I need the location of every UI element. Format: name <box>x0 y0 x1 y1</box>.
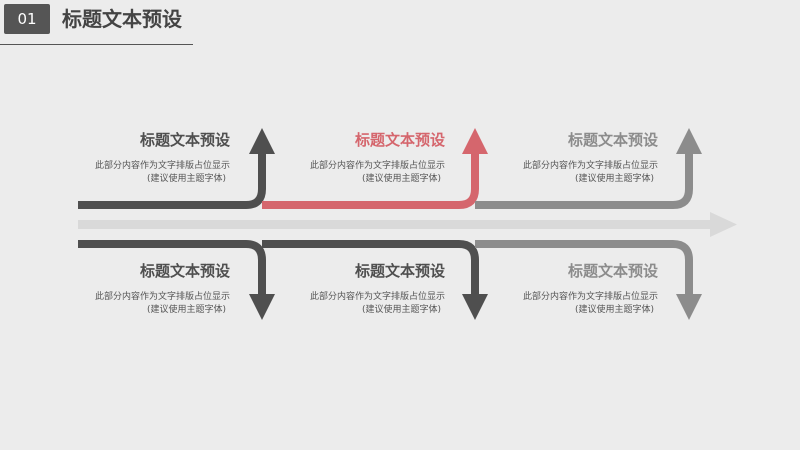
bottom-line-1 <box>78 240 266 298</box>
section-number: 01 <box>17 10 37 28</box>
node-desc-line: (建议使用主题字体) <box>574 305 654 315</box>
node-desc-line: 此部分内容作为文字排版占位显示 <box>309 292 445 302</box>
bottom-arrowhead-2 <box>462 294 488 320</box>
track-arrowhead <box>710 212 737 237</box>
node-desc-line: (建议使用主题字体) <box>361 174 441 184</box>
node-desc-line: (建议使用主题字体) <box>361 305 441 315</box>
top-arrowhead-1 <box>249 128 275 154</box>
bottom-arrowhead-1 <box>249 294 275 320</box>
bottom-node-3: 标题文本预设 此部分内容作为文字排版占位显示 (建议使用主题字体) <box>458 261 658 317</box>
node-desc-line: 此部分内容作为文字排版占位显示 <box>522 161 658 171</box>
node-desc-line: (建议使用主题字体) <box>146 174 226 184</box>
node-desc-line: 此部分内容作为文字排版占位显示 <box>94 292 230 302</box>
top-arrowhead-2 <box>462 128 488 154</box>
node-title: 标题文本预设 <box>139 262 230 280</box>
node-description: 此部分内容作为文字排版占位显示 (建议使用主题字体) <box>30 160 230 186</box>
node-description: 此部分内容作为文字排版占位显示 (建议使用主题字体) <box>245 291 445 317</box>
bottom-node-1: 标题文本预设 此部分内容作为文字排版占位显示 (建议使用主题字体) <box>30 261 230 317</box>
node-title: 标题文本预设 <box>567 131 658 149</box>
node-description: 此部分内容作为文字排版占位显示 (建议使用主题字体) <box>245 160 445 186</box>
top-arrowhead-3 <box>676 128 702 154</box>
top-line-2 <box>262 150 479 209</box>
node-description: 此部分内容作为文字排版占位显示 (建议使用主题字体) <box>30 291 230 317</box>
node-title: 标题文本预设 <box>139 131 230 149</box>
node-desc-line: 此部分内容作为文字排版占位显示 <box>522 292 658 302</box>
top-node-1: 标题文本预设 此部分内容作为文字排版占位显示 (建议使用主题字体) <box>30 130 230 186</box>
node-desc-line: (建议使用主题字体) <box>574 174 654 184</box>
top-line-1 <box>78 150 266 209</box>
bottom-arrowhead-3 <box>676 294 702 320</box>
bottom-line-3 <box>475 240 693 298</box>
node-desc-line: 此部分内容作为文字排版占位显示 <box>94 161 230 171</box>
node-description: 此部分内容作为文字排版占位显示 (建议使用主题字体) <box>458 291 658 317</box>
bottom-node-2: 标题文本预设 此部分内容作为文字排版占位显示 (建议使用主题字体) <box>245 261 445 317</box>
node-title: 标题文本预设 <box>567 262 658 280</box>
slide-title: 标题文本预设 <box>62 7 182 31</box>
top-node-2: 标题文本预设 此部分内容作为文字排版占位显示 (建议使用主题字体) <box>245 130 445 186</box>
node-description: 此部分内容作为文字排版占位显示 (建议使用主题字体) <box>458 160 658 186</box>
section-number-badge: 01 <box>4 4 50 34</box>
node-title: 标题文本预设 <box>354 262 445 280</box>
title-underline <box>0 44 193 45</box>
bottom-line-2 <box>262 240 479 298</box>
top-line-3 <box>475 150 693 209</box>
node-desc-line: (建议使用主题字体) <box>146 305 226 315</box>
top-node-3: 标题文本预设 此部分内容作为文字排版占位显示 (建议使用主题字体) <box>458 130 658 186</box>
node-desc-line: 此部分内容作为文字排版占位显示 <box>309 161 445 171</box>
track-bar <box>78 220 713 229</box>
node-title: 标题文本预设 <box>354 131 445 149</box>
